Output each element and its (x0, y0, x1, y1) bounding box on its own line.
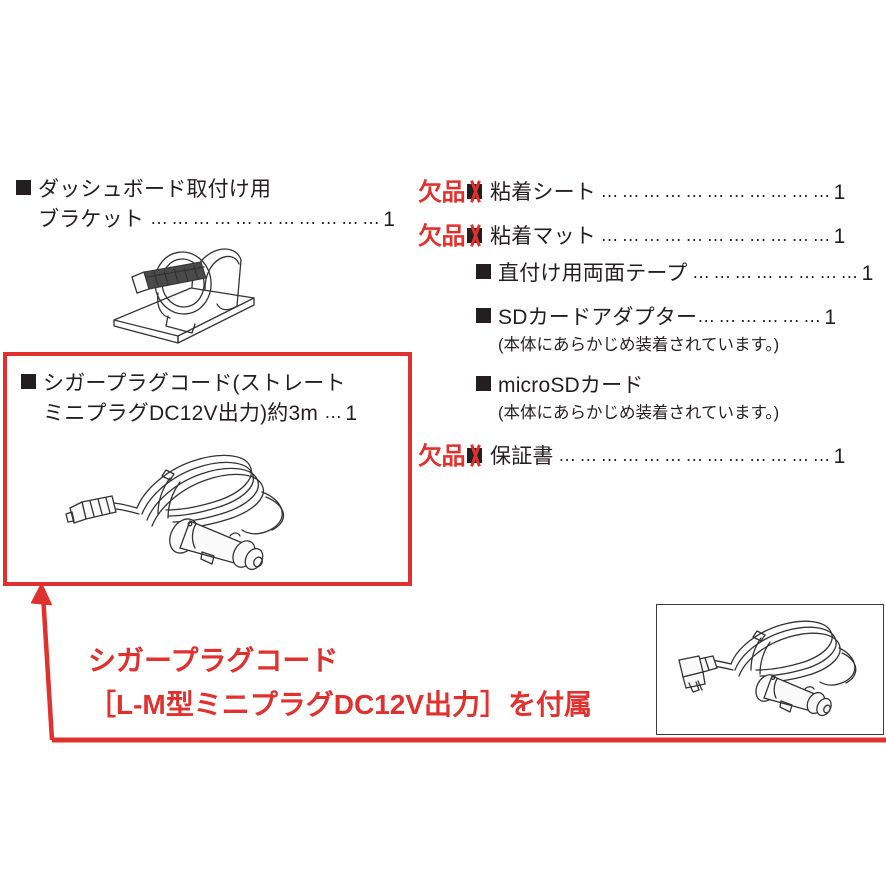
accessory-qty: 1 (833, 225, 846, 248)
left-column: ダッシュボード取付け用 ブラケット ……………………………1 (16, 176, 416, 233)
accessory-row-adhesive-mat: 欠品 粘着マット ……………………………1 (418, 216, 886, 250)
accessory-qty: 1 (861, 262, 874, 285)
callout-caption: シガープラグコード ［L-M型ミニプラグDC12V出力］を付属 (88, 639, 592, 727)
missing-label: 欠品 (418, 223, 466, 250)
cord-item-leader: … (324, 402, 346, 422)
black-square-bullet-icon (476, 264, 491, 279)
accessory-row-sd-card-adapter: SDカードアダプター………………1 (418, 304, 886, 331)
accessory-label: microSDカード (498, 374, 644, 397)
bracket-item-qty: 1 (383, 208, 396, 231)
callout-caption-line2: ［L-M型ミニプラグDC12V出力］を付属 (88, 689, 593, 720)
cord-item-line2: ミニプラグDC12V出力)約3m …1 (21, 399, 357, 427)
dashboard-mount-bracket-illustration (113, 248, 255, 344)
black-square-bullet-icon (16, 180, 31, 195)
cord-item-label-line1: シガープラグコード(ストレート (43, 372, 346, 395)
bracket-item-label-line2: ブラケット (38, 208, 144, 231)
accessory-row-adhesive-sheet: 欠品 粘着シート ……………………………1 (418, 172, 886, 206)
cord-item-qty: 1 (345, 402, 358, 425)
highlighted-cigarette-cord-box: シガープラグコード(ストレート ミニプラグDC12V出力)約3m …1 (3, 352, 412, 586)
cord-item-line1: シガープラグコード(ストレート (21, 370, 357, 397)
accessory-qty: 1 (833, 181, 846, 204)
accessory-leader: …………………… (692, 262, 862, 282)
crossed-out-bullet-icon (466, 180, 484, 203)
accessory-label: 粘着マット (490, 225, 596, 248)
missing-label: 欠品 (418, 443, 466, 470)
crossed-out-bullet-icon (466, 444, 484, 467)
cigarette-plug-cord-straight-illustration (65, 454, 284, 571)
bracket-item-leader: …………………………… (150, 208, 384, 228)
accessory-leader: ………………………………… (558, 445, 834, 465)
red-callout-arrow (30, 581, 886, 743)
black-square-bullet-icon (21, 374, 36, 389)
accessory-row-warranty: 欠品 保証書 …………………………………1 (418, 436, 886, 470)
right-column: 欠品粘着シート ……………………………1 欠品粘着マット ……………………………… (418, 172, 886, 480)
accessory-leader: ……………… (697, 306, 825, 326)
accessory-note-sd-card-adapter: (本体にあらかじめ装着されています。) (498, 336, 780, 354)
bracket-item-line1: ダッシュボード取付け用 (16, 176, 416, 203)
callout-caption-line1: シガープラグコード (88, 645, 339, 676)
l-shaped-mini-plug-cord-illustration (678, 620, 857, 717)
cord-item-label-line2: ミニプラグDC12V出力)約3m (43, 402, 319, 425)
accessory-note-microsd-card: (本体にあらかじめ装着されています。) (498, 404, 780, 422)
bracket-item-line2: ブラケット ……………………………1 (16, 205, 416, 233)
accessory-label: SDカードアダプター (498, 306, 698, 329)
cord-item-text: シガープラグコード(ストレート ミニプラグDC12V出力)約3m …1 (21, 370, 357, 427)
inset-product-photo-box (656, 604, 884, 735)
bracket-item-label-line1: ダッシュボード取付け用 (38, 178, 272, 201)
accessory-leader: …………………………… (600, 225, 834, 245)
accessory-row-double-sided-tape: 直付け用両面テープ ……………………1 (418, 260, 886, 287)
accessory-label: 直付け用両面テープ (498, 262, 688, 285)
accessory-qty: 1 (824, 306, 837, 329)
black-square-bullet-icon (476, 376, 491, 391)
accessory-label: 粘着シート (490, 181, 596, 204)
accessory-leader: …………………………… (600, 181, 834, 201)
accessory-qty: 1 (833, 445, 846, 468)
accessory-label: 保証書 (490, 445, 554, 468)
missing-label: 欠品 (418, 179, 466, 206)
black-square-bullet-icon (476, 308, 491, 323)
accessory-row-microsd-card: microSDカード (418, 372, 886, 399)
crossed-out-bullet-icon (466, 224, 484, 247)
